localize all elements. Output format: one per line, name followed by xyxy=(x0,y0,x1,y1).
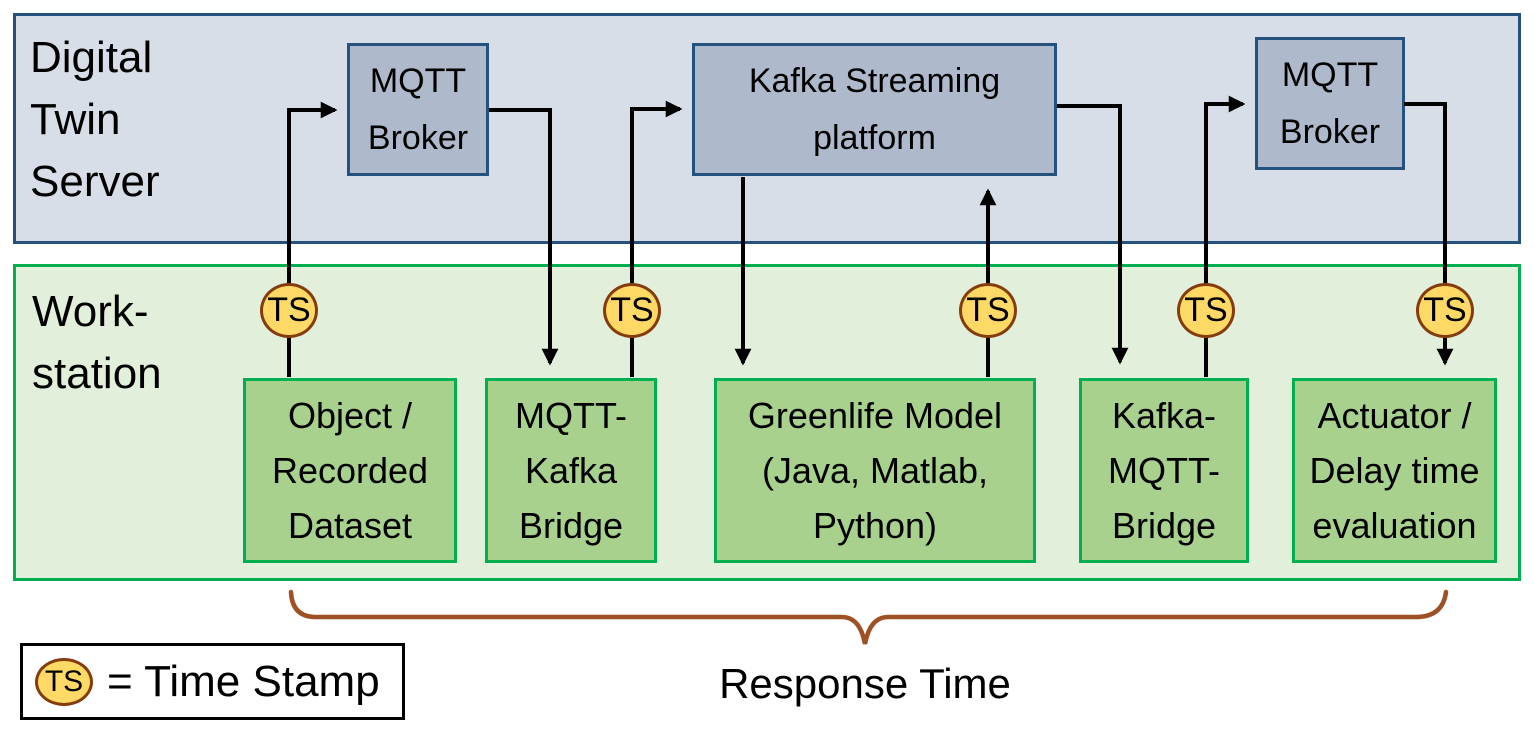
workstation-label: Work- station xyxy=(32,287,162,398)
node-mqtt-kafka-bridge: MQTT- Kafka Bridge xyxy=(485,378,657,563)
node-kafka-streaming-platform: Kafka Streaming platform xyxy=(692,43,1057,176)
timestamp-badge-1: TS xyxy=(260,283,318,338)
timestamp-badge-4: TS xyxy=(1177,283,1235,338)
node-kafka-mqtt-bridge: Kafka- MQTT- Bridge xyxy=(1079,378,1249,563)
node-object-recorded-dataset: Object / Recorded Dataset xyxy=(243,378,457,563)
timestamp-badge-5: TS xyxy=(1416,283,1474,338)
timestamp-badge-3: TS xyxy=(959,283,1017,338)
node-mqtt-broker-right: MQTT Broker xyxy=(1255,37,1405,170)
node-mqtt-broker-left: MQTT Broker xyxy=(347,43,489,176)
node-greenlife-model: Greenlife Model (Java, Matlab, Python) xyxy=(714,378,1036,563)
legend-box: TS = Time Stamp xyxy=(20,643,405,720)
digital-twin-server-label: Digital Twin Server xyxy=(30,33,160,206)
node-actuator-delay-evaluation: Actuator / Delay time evaluation xyxy=(1292,378,1497,563)
response-time-label: Response Time xyxy=(719,660,1011,707)
legend-text: = Time Stamp xyxy=(107,656,380,706)
response-time-brace xyxy=(288,589,1449,645)
timestamp-badge-2: TS xyxy=(603,283,661,338)
legend-timestamp-badge: TS xyxy=(35,657,93,706)
